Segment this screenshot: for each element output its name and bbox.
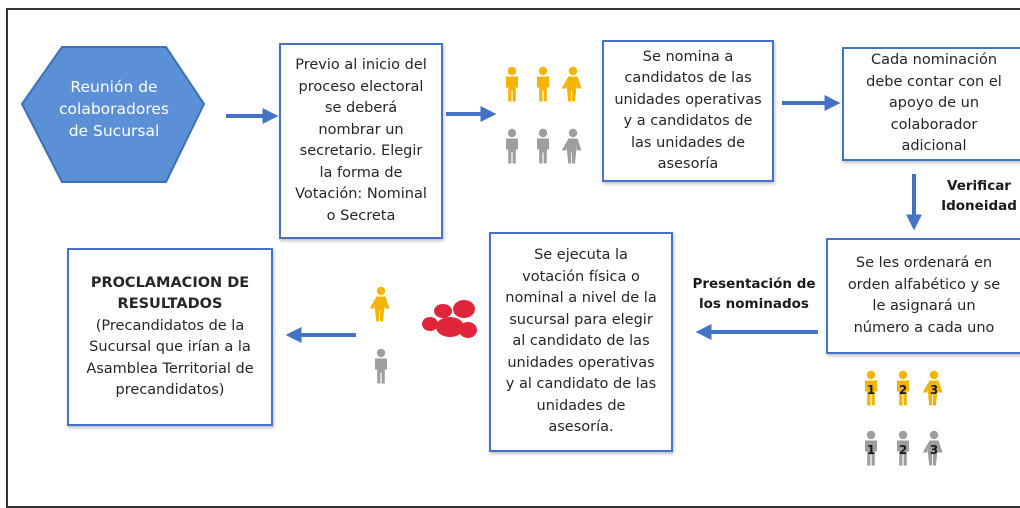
step-apoyo-box: Cada nominación debe contar con el apoyo…: [842, 47, 1020, 161]
step-votacion-box: Se ejecuta la votación física o nominal …: [489, 232, 673, 452]
flow-canvas: 1 2 3 1 2 3: [20, 46, 943, 466]
number-gray-2: 2: [899, 443, 907, 457]
number-gold-1: 1: [867, 383, 875, 397]
step-resultados-box: PROCLAMACION DE RESULTADOS (Precandidato…: [67, 248, 273, 426]
step-votacion-text: Se ejecuta la votación física o nominal …: [505, 247, 657, 436]
winner-person-gray: [375, 348, 387, 384]
step-orden-box: Se les ordenará en orden alfabético y se…: [826, 238, 1020, 354]
step-nomina-box: Se nomina a candidatos de las unidades o…: [602, 40, 774, 182]
verificar-idoneidad-label: Verificar Idoneidad: [941, 178, 1017, 214]
people-gold-group-1: [506, 66, 582, 102]
resultados-body: (Precandidatos de la Sucursal que irían …: [86, 317, 254, 399]
presentacion-nominados-label: Presentación de los nominados: [692, 276, 816, 312]
winner-person-gold: [369, 286, 390, 322]
step-secretario-box: Previo al inicio del proceso electoral s…: [279, 43, 443, 239]
resultados-title: PROCLAMACION DE RESULTADOS: [90, 274, 250, 313]
number-gray-1: 1: [867, 443, 875, 457]
start-node-label: Reunión de colaboradores de Sucursal: [59, 78, 169, 140]
step-nomina-text: Se nomina a candidatos de las unidades o…: [614, 48, 762, 173]
people-gray-group-1: [506, 128, 582, 164]
step-apoyo-text: Cada nominación debe contar con el apoyo…: [866, 52, 1002, 155]
start-hexagon: [20, 46, 206, 183]
step-orden-text: Se les ordenará en orden alfabético y se…: [847, 255, 1001, 336]
step-secretario-text: Previo al inicio del proceso electoral s…: [295, 57, 427, 224]
number-gold-2: 2: [899, 383, 907, 397]
vote-blob-icon: [422, 300, 477, 338]
number-gray-3: 3: [930, 443, 938, 457]
number-gold-3: 3: [930, 383, 938, 397]
